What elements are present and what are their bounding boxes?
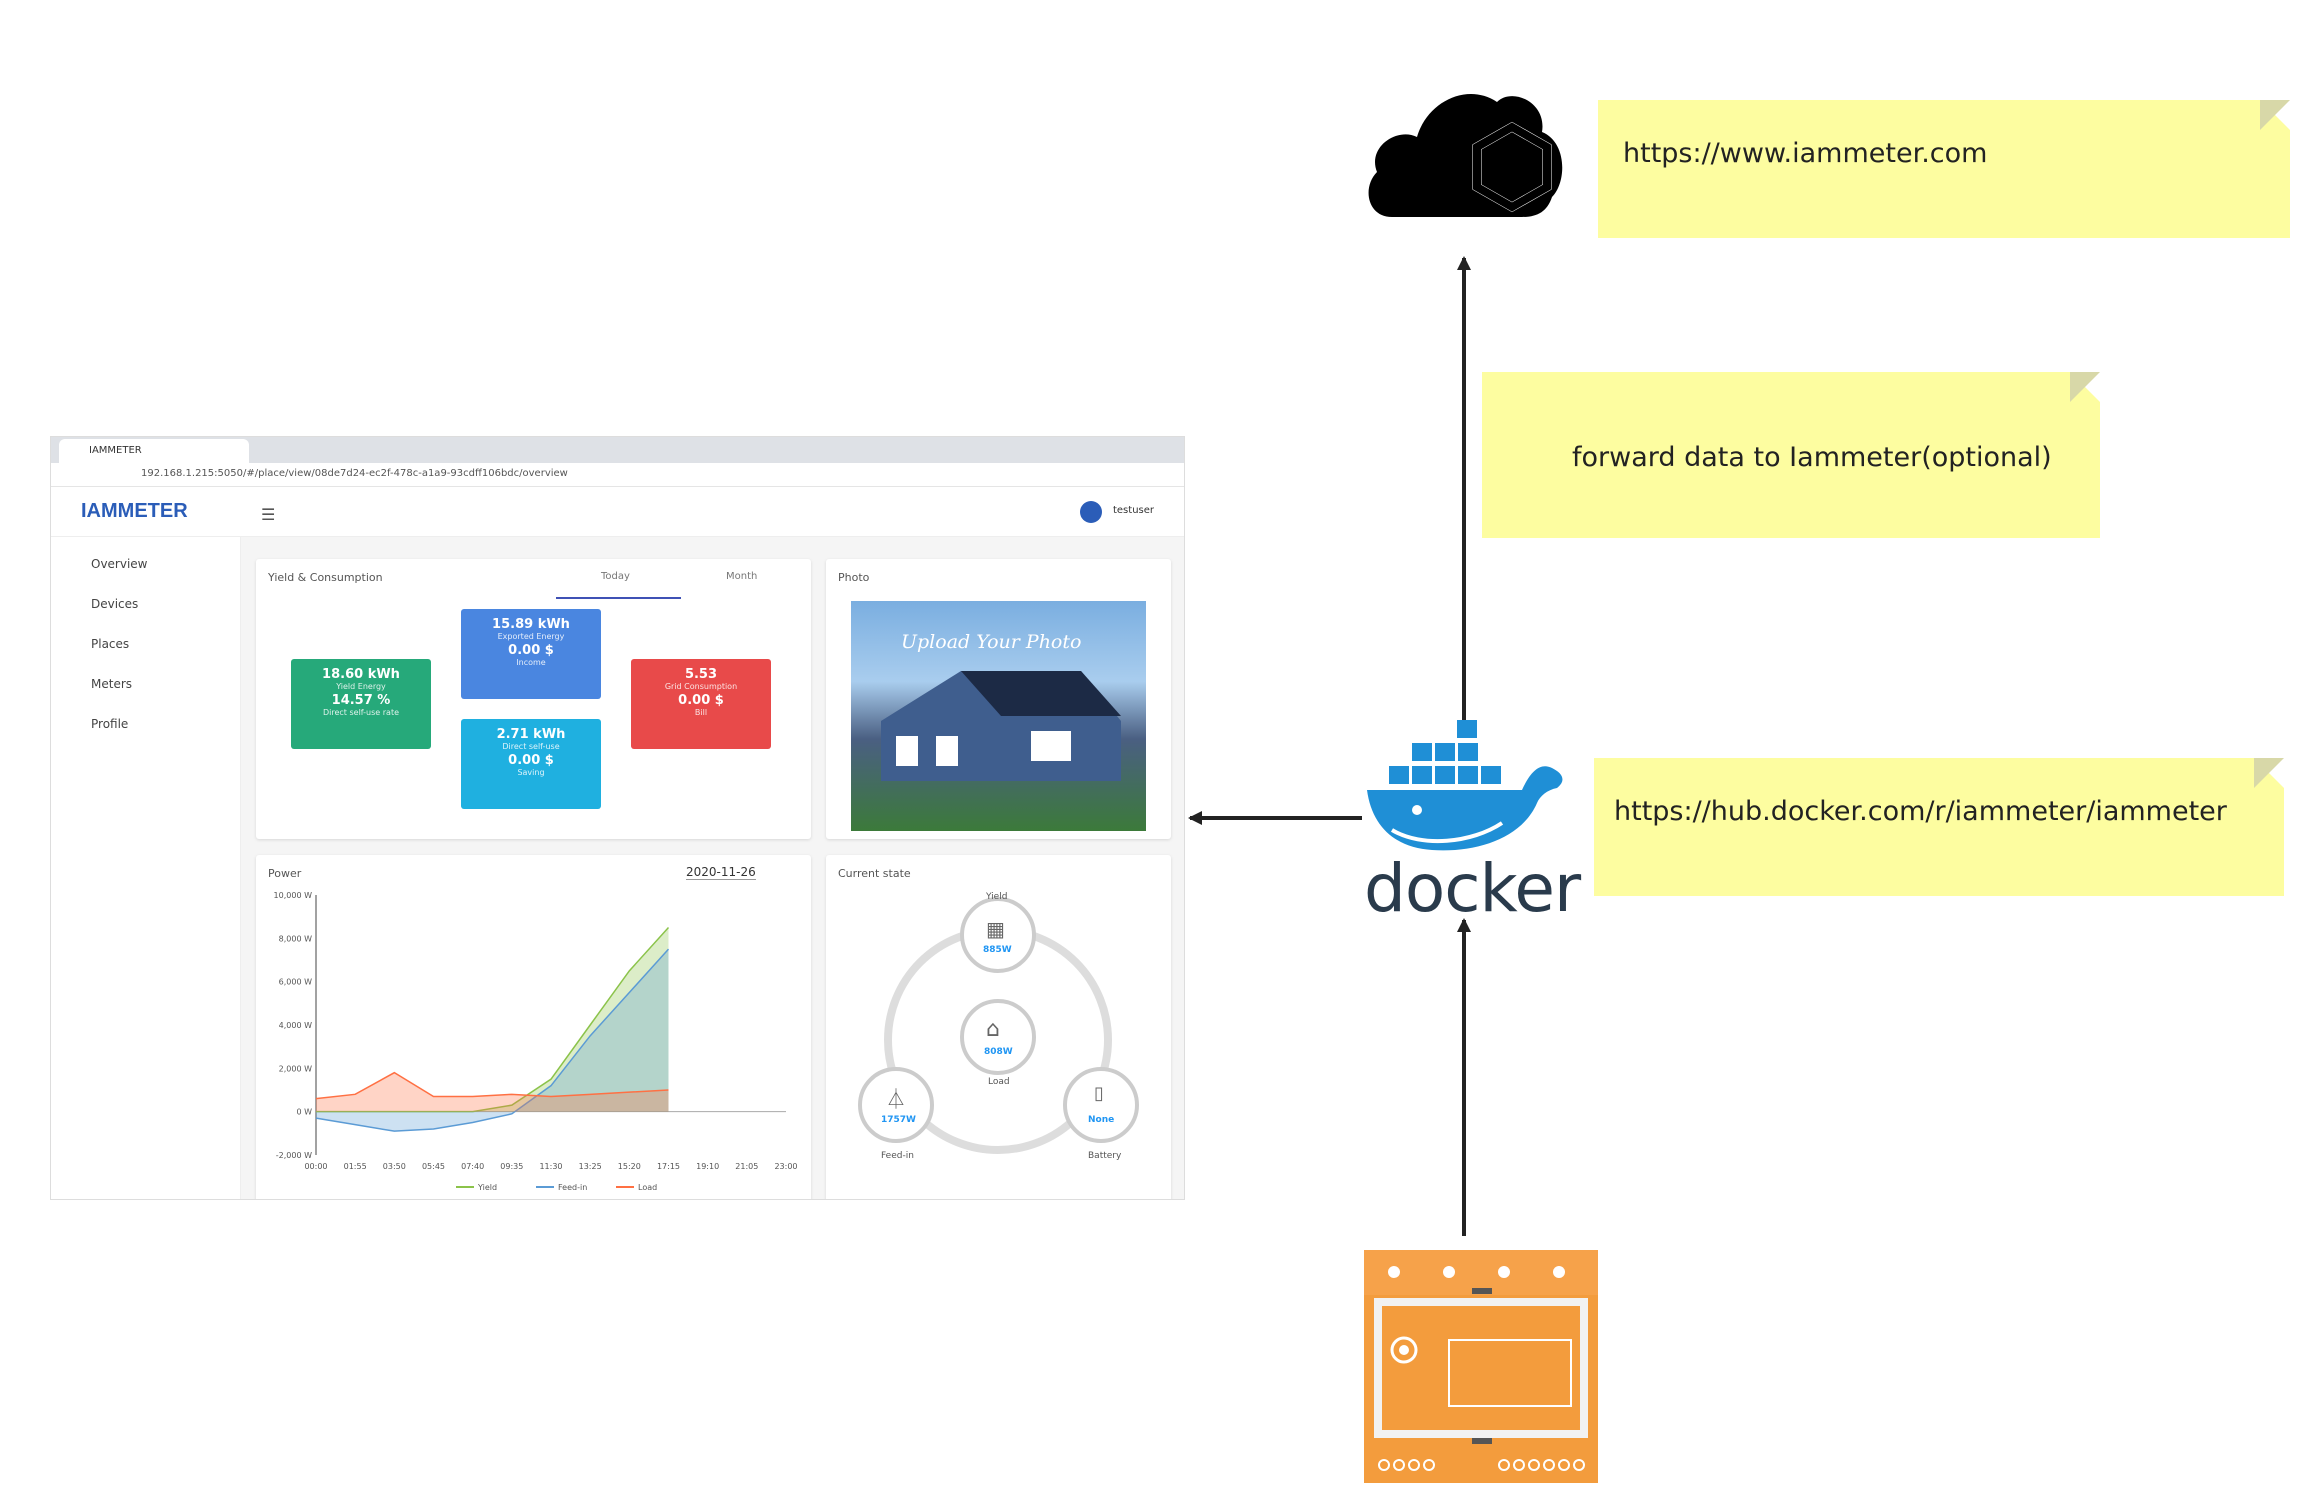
x-tick-label: 13:25 <box>579 1162 602 1171</box>
x-tick-label: 15:20 <box>618 1162 641 1171</box>
series-line-feed-in <box>315 948 670 1132</box>
x-tick-label: 17:15 <box>657 1162 680 1171</box>
power-chart: 10,000 W 8,000 W 6,000 W 4,000 W 2,000 W 0 W -… <box>274 891 798 1192</box>
legend-label: Yield <box>477 1183 497 1192</box>
note-forward: forward data to Iammeter(optional) <box>1482 372 2100 538</box>
x-tick-label: 00:00 <box>304 1162 327 1171</box>
card-title: Power <box>268 867 302 880</box>
x-tick-label: 01:55 <box>344 1162 367 1171</box>
app-header: IAMMETER ☰ testuser <box>51 487 1184 537</box>
docker-logo: docker <box>1362 718 1581 933</box>
card-title: Yield & Consumption <box>268 571 383 584</box>
sidebar-item-overview[interactable]: Overview <box>91 557 148 571</box>
house-icon: ⌂ <box>986 1017 1000 1042</box>
docker-wordmark: docker <box>1364 850 1581 927</box>
battery-label: Battery <box>1088 1151 1122 1161</box>
series-area-feed-in <box>316 949 669 1132</box>
battery-icon: ▯ <box>1094 1083 1104 1104</box>
tab-month[interactable]: Month <box>726 571 758 582</box>
yield-consumption-card: Yield & Consumption Today Month 18.60 kW… <box>256 559 811 839</box>
house-drawing <box>881 671 1121 781</box>
energy-meter-device <box>1364 1250 1598 1483</box>
sidebar-item-devices[interactable]: Devices <box>91 597 139 611</box>
cloud-icon <box>1368 94 1563 217</box>
power-card: Power 2020-11-26 10,000 W 8,000 W 6,000 W 4… <box>256 855 811 1199</box>
yield-value: 885W <box>983 945 1012 955</box>
series-line-load <box>315 1071 669 1100</box>
battery-value: None <box>1088 1115 1115 1125</box>
tab-title: IAMMETER <box>89 445 142 456</box>
date-picker[interactable]: 2020-11-26 <box>686 865 756 880</box>
menu-icon[interactable]: ☰ <box>261 505 276 524</box>
y-tick-label: -2,000 W <box>276 1151 312 1160</box>
load-value: 808W <box>984 1047 1013 1057</box>
y-tick-label: 6,000 W <box>279 978 312 987</box>
x-tick-label: 07:40 <box>461 1162 484 1171</box>
y-tick-label: 2,000 W <box>279 1064 312 1073</box>
sidebar-item-places[interactable]: Places <box>91 637 130 651</box>
energy-flow-ring <box>858 897 1139 1154</box>
card-title: Current state <box>838 867 911 880</box>
user-name[interactable]: testuser <box>1112 505 1154 516</box>
y-tick-label: 4,000 W <box>279 1021 312 1030</box>
legend-label: Load <box>638 1183 657 1192</box>
x-tick-label: 03:50 <box>383 1162 406 1171</box>
address-bar[interactable]: 192.168.1.215:5050/#/place/view/08de7d24… <box>51 463 1184 487</box>
note-docker-text: https://hub.docker.com/r/iammeter/iammet… <box>1614 796 2227 827</box>
photo-card: Photo Upload Your Photo <box>826 559 1171 839</box>
sidebar-item-meters[interactable]: Meters <box>91 677 133 691</box>
x-tick-label: 05:45 <box>422 1162 445 1171</box>
series-area-load <box>316 1072 669 1112</box>
house-photo[interactable]: Upload Your Photo <box>851 601 1146 831</box>
note-docker: https://hub.docker.com/r/iammeter/iammet… <box>1594 758 2284 896</box>
load-label: Load <box>988 1077 1010 1087</box>
x-tick-label: 19:10 <box>696 1162 719 1171</box>
feedin-value: 1757W <box>881 1115 916 1125</box>
y-tick-label: 10,000 W <box>274 891 313 900</box>
x-tick-label: 21:05 <box>735 1162 758 1171</box>
tab-underline <box>556 597 681 599</box>
x-tick-label: 11:30 <box>539 1162 562 1171</box>
avatar[interactable] <box>1080 501 1102 523</box>
sidebar-item-profile[interactable]: Profile <box>91 717 129 731</box>
current-state-card: Current state Yield ▦ 885W ⌂ 808W Load ⏃… <box>826 855 1171 1199</box>
app-sidebar: Overview Devices Places Meters Profile <box>51 537 241 1199</box>
docker-whale-icon <box>1367 720 1563 851</box>
app-main: Yield & Consumption Today Month 18.60 kW… <box>241 537 1184 1199</box>
note-cloud: https://www.iammeter.com <box>1598 100 2290 238</box>
address-text: 192.168.1.215:5050/#/place/view/08de7d24… <box>141 468 568 479</box>
iammeter-dashboard-screenshot: IAMMETER 192.168.1.215:5050/#/place/view… <box>50 436 1185 1200</box>
y-tick-label: 8,000 W <box>279 934 312 943</box>
y-tick-label: 0 W <box>296 1108 312 1117</box>
browser-tab-bar: IAMMETER <box>51 437 1184 463</box>
x-tick-label: 23:00 <box>774 1162 797 1171</box>
feedin-label: Feed-in <box>881 1151 914 1161</box>
series-area-yield <box>316 927 669 1112</box>
pylon-icon: ⏃ <box>886 1087 906 1111</box>
note-forward-text: forward data to Iammeter(optional) <box>1572 442 2052 473</box>
x-tick-label: 09:35 <box>500 1162 523 1171</box>
card-title: Photo <box>838 571 870 584</box>
legend-label: Feed-in <box>558 1183 587 1192</box>
upload-photo-label[interactable]: Upload Your Photo <box>901 631 1082 653</box>
iammeter-logo[interactable]: IAMMETER <box>81 500 188 522</box>
solar-panel-icon: ▦ <box>986 917 1005 941</box>
note-cloud-text: https://www.iammeter.com <box>1623 138 1988 169</box>
series-line-yield <box>316 926 670 1113</box>
browser-tab[interactable]: IAMMETER <box>59 439 249 463</box>
yield-label: Yield <box>986 892 1008 902</box>
tab-today[interactable]: Today <box>601 571 630 582</box>
